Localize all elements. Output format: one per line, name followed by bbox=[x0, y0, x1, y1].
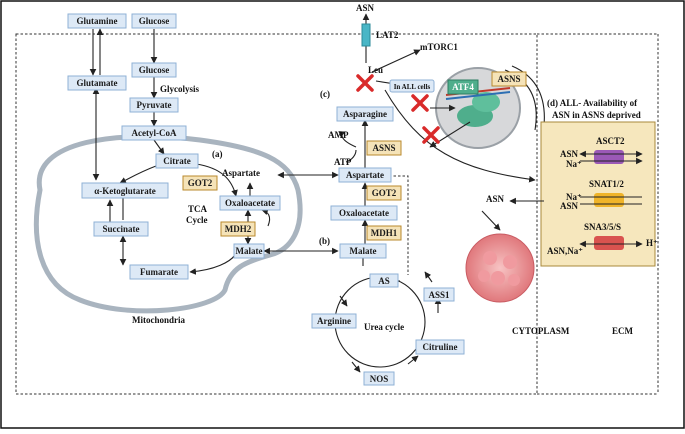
node-as: AS bbox=[369, 273, 399, 288]
lat2-label: LAT2 bbox=[376, 30, 399, 40]
svg-text:ASNS: ASNS bbox=[372, 143, 395, 153]
enzyme-got2-cyto: GOT2 bbox=[366, 185, 402, 201]
asct2-transporter bbox=[579, 150, 643, 165]
node-a-ketoglutarate: α-Ketoglutarate bbox=[81, 182, 169, 199]
snat12-transporter bbox=[580, 193, 642, 207]
cell-membrane-boundary bbox=[15, 33, 538, 395]
svg-text:MDH1: MDH1 bbox=[371, 228, 398, 238]
node-asparagine: Asparagine bbox=[336, 106, 394, 122]
panel-b-label: (b) bbox=[319, 236, 330, 246]
leukemia-cell bbox=[465, 233, 535, 303]
inhibition-marks bbox=[356, 74, 440, 144]
cytoplasm-label: CYTOPLASM bbox=[512, 326, 570, 336]
node-citrate: Citrate bbox=[155, 153, 199, 169]
enzyme-got2-mito: GOT2 bbox=[182, 175, 218, 191]
node-malate-mito: Malate bbox=[233, 243, 265, 259]
svg-text:Aspartate: Aspartate bbox=[346, 170, 384, 180]
node-aspartate-cyto: Aspartate bbox=[338, 167, 392, 183]
snat12-name: SNAT1/2 bbox=[589, 179, 624, 189]
snat35-right: H⁺ bbox=[646, 238, 658, 248]
svg-text:Glucose: Glucose bbox=[139, 16, 170, 26]
asct2-left: ASN bbox=[560, 149, 579, 159]
pathway-arrows bbox=[89, 13, 544, 373]
enzyme-atf4: ATF4 bbox=[447, 79, 479, 95]
svg-text:In ALL cells: In ALL cells bbox=[394, 83, 431, 91]
leu-label: Leu bbox=[368, 65, 383, 75]
mitochondria-label: Mitochondria bbox=[132, 315, 185, 325]
svg-text:Pyruvate: Pyruvate bbox=[137, 100, 172, 110]
svg-text:Malate: Malate bbox=[350, 246, 377, 256]
node-glucose-top: Glucose bbox=[131, 13, 177, 29]
panel-c-label: (c) bbox=[320, 89, 330, 99]
svg-text:Acetyl-CoA: Acetyl-CoA bbox=[132, 128, 177, 138]
enzyme-asns: ASNS bbox=[366, 140, 402, 156]
svg-text:Fumarate: Fumarate bbox=[140, 267, 178, 277]
panel-d-title-line1: (d) ALL- Availability of bbox=[547, 98, 638, 108]
lat2-transporter bbox=[361, 23, 371, 47]
svg-text:Citrate: Citrate bbox=[163, 156, 190, 166]
node-ass1: ASS1 bbox=[423, 287, 455, 302]
ecm-label: ECM bbox=[612, 326, 634, 336]
enzyme-mdh1: MDH1 bbox=[366, 225, 402, 241]
svg-text:Oxaloacetate: Oxaloacetate bbox=[225, 198, 275, 208]
asct2-left2: Na⁺ bbox=[566, 159, 582, 169]
panel-d-title-line2: ASN in ASNS deprived bbox=[552, 110, 641, 120]
snat35-left: ASN,Na⁺ bbox=[547, 246, 583, 256]
node-glutamine: Glutamine bbox=[67, 13, 127, 29]
in-all-cells-badge: In ALL cells bbox=[389, 79, 435, 93]
node-nos: NOS bbox=[363, 371, 395, 386]
node-succinate: Succinate bbox=[93, 221, 149, 237]
urea-cycle-label: Urea cycle bbox=[364, 322, 404, 332]
svg-text:α-Ketoglutarate: α-Ketoglutarate bbox=[94, 186, 156, 196]
enzyme-asns-nucleus: ASNS bbox=[491, 71, 527, 87]
svg-text:Glutamine: Glutamine bbox=[76, 16, 117, 26]
node-malate-cyto: Malate bbox=[339, 243, 387, 259]
snat35-transporter bbox=[579, 236, 643, 250]
snat35-name: SNA3/5/S bbox=[584, 222, 621, 232]
node-fumarate: Fumarate bbox=[129, 264, 189, 280]
svg-text:Oxaloacetate: Oxaloacetate bbox=[339, 208, 389, 218]
tca-label: TCA bbox=[188, 204, 208, 214]
atp-label: ATP bbox=[334, 157, 352, 167]
svg-text:ASS1: ASS1 bbox=[428, 290, 450, 300]
node-glucose: Glucose bbox=[131, 62, 177, 78]
node-arginine: Arginine bbox=[311, 313, 357, 329]
svg-text:MDH2: MDH2 bbox=[225, 224, 252, 234]
svg-text:Malate: Malate bbox=[236, 246, 263, 256]
asn-right-label: ASN bbox=[486, 194, 505, 204]
glycolysis-label: Glycolysis bbox=[160, 84, 199, 94]
snat12-left: Na⁺ bbox=[566, 192, 582, 202]
asct2-name: ASCT2 bbox=[596, 136, 625, 146]
node-oxaloacetate-cyto: Oxaloacetate bbox=[330, 205, 398, 221]
svg-text:Glutamate: Glutamate bbox=[77, 78, 118, 88]
node-acetyl-coa: Acetyl-CoA bbox=[121, 125, 187, 141]
node-citruline: Citruline bbox=[415, 339, 465, 355]
node-glutamate: Glutamate bbox=[67, 75, 127, 91]
svg-text:GOT2: GOT2 bbox=[188, 178, 213, 188]
aspartate-mito-label: Aspartate bbox=[222, 168, 260, 178]
svg-text:NOS: NOS bbox=[370, 374, 389, 384]
node-oxaloacetate-mito: Oxaloacetate bbox=[219, 195, 281, 211]
nucleus bbox=[435, 65, 545, 149]
mtorc1-label: mTORC1 bbox=[420, 42, 458, 52]
node-pyruvate: Pyruvate bbox=[129, 97, 179, 113]
svg-text:ASNS: ASNS bbox=[497, 74, 520, 84]
svg-text:Succinate: Succinate bbox=[103, 224, 140, 234]
cycle-label: Cycle bbox=[186, 215, 208, 225]
svg-text:Asparagine: Asparagine bbox=[343, 109, 387, 119]
asn-top-label: ASN bbox=[356, 3, 375, 13]
panel-a-label: (a) bbox=[212, 149, 223, 159]
snat12-left2: ASN bbox=[560, 201, 579, 211]
enzyme-mdh2: MDH2 bbox=[220, 221, 256, 237]
svg-text:ATF4: ATF4 bbox=[452, 82, 474, 92]
svg-text:Glucose: Glucose bbox=[139, 65, 170, 75]
svg-text:Arginine: Arginine bbox=[317, 316, 351, 326]
amp-label: AMP bbox=[328, 130, 349, 140]
svg-text:Citruline: Citruline bbox=[423, 342, 458, 352]
svg-text:AS: AS bbox=[378, 276, 390, 286]
svg-text:GOT2: GOT2 bbox=[372, 188, 397, 198]
